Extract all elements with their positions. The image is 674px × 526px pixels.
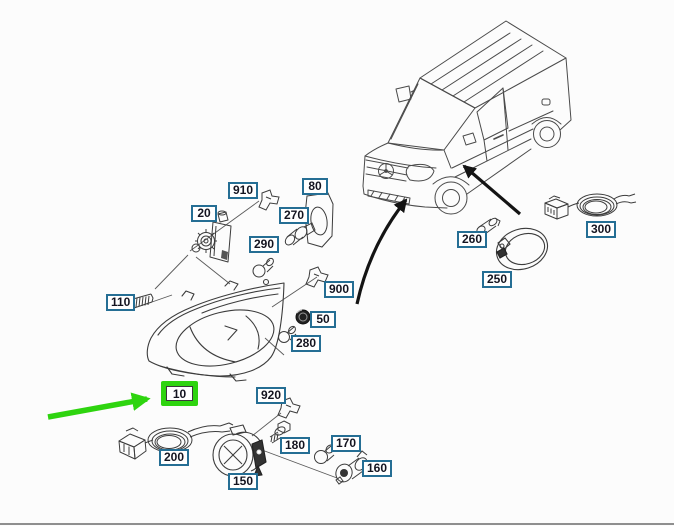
part-callout-10[interactable]: 10: [166, 386, 193, 401]
part-callout-290[interactable]: 290: [249, 236, 280, 253]
clip-drawing-900: [305, 266, 329, 288]
part-callout-270[interactable]: 270: [279, 207, 310, 224]
part-callout-300[interactable]: 300: [586, 221, 617, 238]
bulb-drawing-290: [252, 257, 274, 278]
part-callout-920[interactable]: 920: [256, 387, 287, 404]
bolt-drawing-180: [269, 420, 291, 444]
part-callout-150[interactable]: 150: [228, 473, 259, 490]
adjuster-motor-drawing: [191, 210, 232, 263]
part-callout-260[interactable]: 260: [457, 231, 488, 248]
part-callout-50[interactable]: 50: [310, 311, 336, 328]
location-arrow-headlamp: [355, 198, 408, 305]
part-callout-160[interactable]: 160: [362, 460, 393, 477]
part-callout-200[interactable]: 200: [159, 449, 190, 466]
part-callout-110[interactable]: 110: [106, 294, 136, 311]
cover-cap-drawing-80: [304, 187, 334, 248]
part-callout-280[interactable]: 280: [291, 335, 322, 352]
part-callout-170[interactable]: 170: [331, 435, 362, 452]
clip-drawing-920: [277, 397, 301, 419]
wiring-harness-drawing-300: [544, 193, 637, 220]
highlight-box-part-10: 10: [161, 381, 198, 406]
part-callout-180[interactable]: 180: [280, 437, 311, 454]
part-callout-250[interactable]: 250: [482, 271, 513, 288]
bulb-drawing-270: [284, 222, 316, 246]
part-callout-900[interactable]: 900: [324, 281, 355, 298]
headlamp-assembly-drawing: [146, 278, 285, 382]
part-callout-80[interactable]: 80: [302, 178, 328, 195]
fog-lamp-drawing-150: [212, 424, 267, 477]
van-illustration: [362, 20, 572, 215]
side-lamp-drawing-250: [495, 227, 549, 271]
wiring-harness-drawing-200: [118, 422, 234, 460]
highlight-arrow: [47, 392, 151, 420]
grommet-drawing-50: [295, 309, 311, 325]
bottom-border-rule: [0, 523, 674, 525]
location-arrow-side-lamp: [462, 164, 522, 216]
part-callout-20[interactable]: 20: [191, 205, 217, 222]
clip-drawing-910: [258, 189, 280, 211]
part-callout-910[interactable]: 910: [228, 182, 259, 199]
